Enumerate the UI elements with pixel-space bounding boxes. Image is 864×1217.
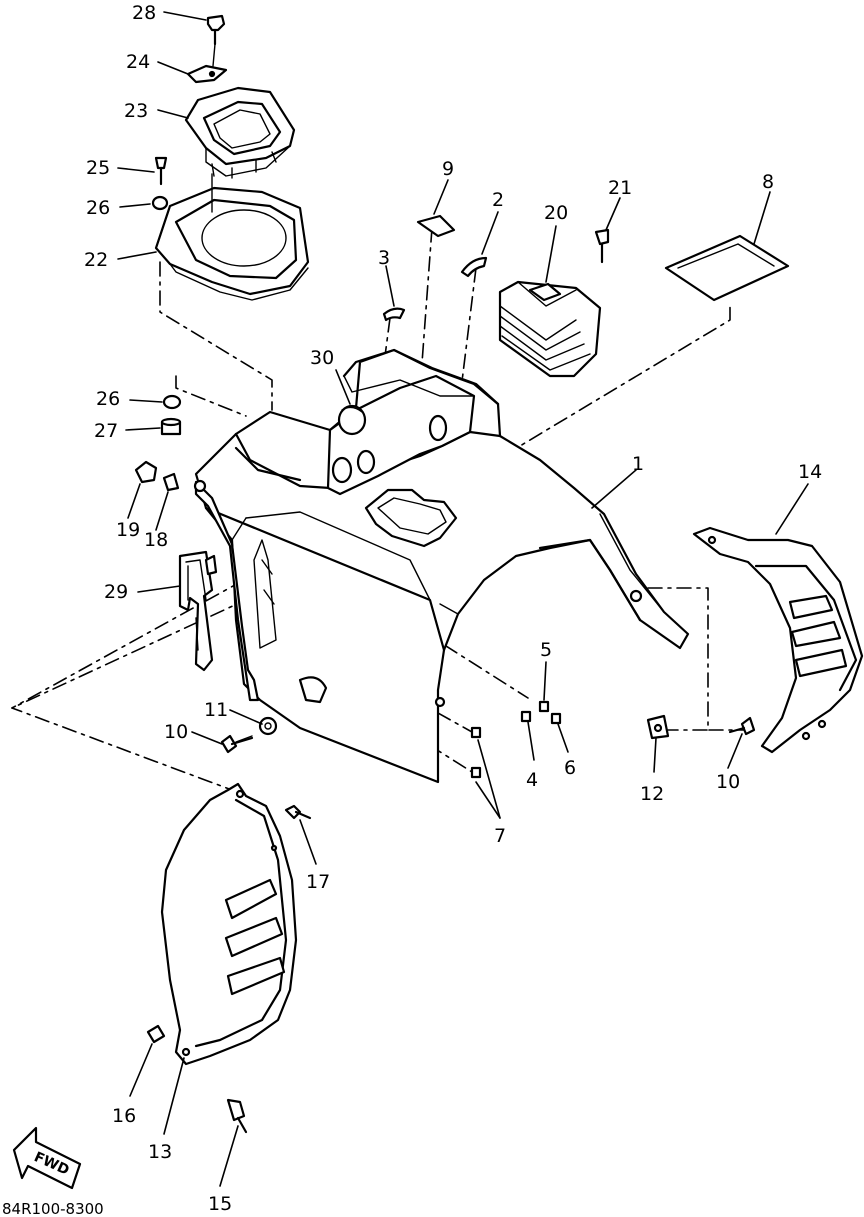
callout-23: 23	[124, 100, 148, 122]
callout-3: 3	[378, 247, 390, 269]
callout-6: 6	[564, 757, 576, 779]
fasteners	[146, 700, 756, 1134]
callout-29: 29	[104, 581, 128, 603]
pad-5	[538, 700, 550, 713]
callout-13: 13	[148, 1141, 172, 1163]
leader-lines	[117, 11, 809, 1187]
screw-17	[284, 804, 302, 820]
meter-assembly	[151, 14, 310, 301]
callout-5: 5	[540, 639, 552, 661]
callout-26-upper: 26	[86, 197, 110, 219]
clip-18	[162, 472, 180, 492]
callout-20: 20	[544, 202, 568, 224]
callout-2: 2	[492, 189, 504, 211]
callout-27: 27	[94, 420, 118, 442]
callout-30: 30	[310, 347, 334, 369]
pad-4	[520, 710, 532, 723]
small-parts	[134, 214, 488, 492]
callout-10-right: 10	[716, 771, 740, 793]
meter-housing	[184, 86, 296, 166]
callout-4: 4	[526, 769, 538, 791]
side-cover-left	[160, 782, 298, 1066]
grommet-19	[134, 460, 158, 484]
pad-3	[382, 307, 406, 322]
callout-10-left: 10	[164, 721, 188, 743]
pad-6	[550, 712, 562, 725]
callout-numbers: 28 24 23 25 26 22 9 2 20 21 8 3 30 26 27…	[84, 2, 822, 1215]
meter-bolt	[154, 156, 168, 170]
bolt-15	[226, 1098, 246, 1122]
meter-plate	[186, 64, 228, 84]
grommet-26b	[162, 394, 182, 410]
callout-26-lower: 26	[96, 388, 120, 410]
callout-24: 24	[126, 51, 150, 73]
grommet-upper	[151, 195, 169, 211]
pad-9	[416, 214, 456, 238]
callout-8: 8	[762, 171, 774, 193]
callout-16: 16	[112, 1105, 136, 1127]
pad-7a	[470, 726, 482, 739]
toolbox-group	[498, 228, 790, 378]
callout-22: 22	[84, 249, 108, 271]
pad-2	[460, 256, 488, 278]
callout-11: 11	[204, 699, 228, 721]
warning-label	[664, 234, 790, 302]
main-body-panel	[193, 348, 690, 784]
bolt-10-left	[220, 734, 238, 754]
meter-screw	[206, 14, 226, 32]
callout-28: 28	[132, 2, 156, 24]
callout-21: 21	[608, 177, 632, 199]
side-cover-right	[692, 526, 864, 754]
callout-7: 7	[494, 825, 506, 847]
bolt-10-right	[740, 716, 756, 736]
callout-25: 25	[86, 157, 110, 179]
callout-1: 1	[632, 453, 644, 475]
pad-7b	[470, 766, 482, 779]
callout-19: 19	[116, 519, 140, 541]
screw-21	[594, 228, 610, 246]
cap-30	[337, 404, 367, 436]
forward-direction-arrow: FWD	[12, 1126, 82, 1190]
bracket-29	[178, 550, 218, 672]
callout-17: 17	[306, 871, 330, 893]
drawing-code: 84R100-8300	[2, 1200, 104, 1217]
callout-14: 14	[798, 461, 822, 483]
callout-9: 9	[442, 158, 454, 180]
meter-lower-cover	[154, 186, 310, 296]
callout-12: 12	[640, 783, 664, 805]
grommet-16	[146, 1024, 166, 1044]
callout-15: 15	[208, 1193, 232, 1215]
callout-18: 18	[144, 529, 168, 551]
